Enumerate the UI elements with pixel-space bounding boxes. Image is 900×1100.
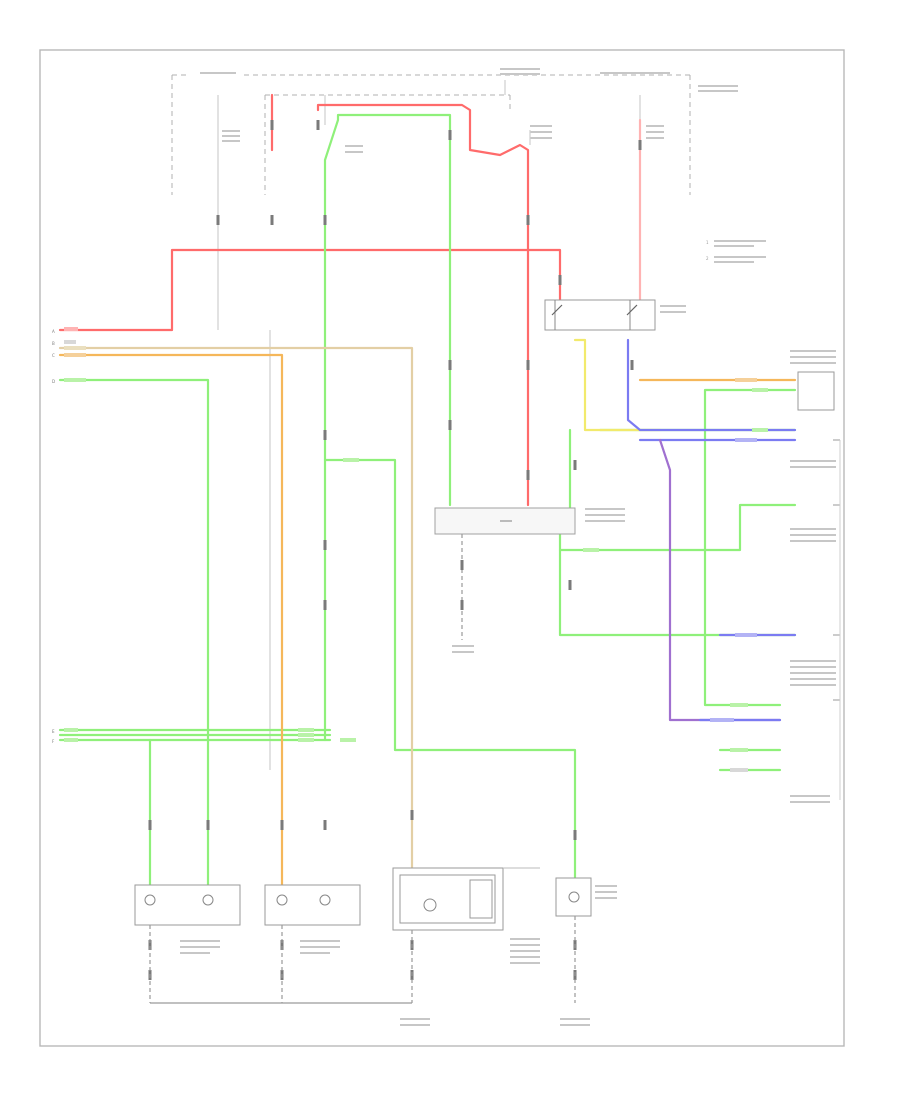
connector-letter-b: B (52, 341, 55, 346)
blue-wires (626, 338, 797, 722)
ground-bus (149, 916, 590, 1026)
fuse-box-outline (171, 74, 691, 195)
gray-wires (217, 80, 641, 770)
legend: 1 2 (706, 240, 766, 263)
relay-component (544, 299, 686, 331)
right-connectors (790, 350, 841, 803)
wire-color-labels (64, 327, 768, 772)
connector-letter-f: F (52, 739, 55, 744)
connector-letter-c: C (52, 353, 55, 358)
orange-wires (58, 346, 797, 892)
connector-letter-e: E (52, 729, 55, 734)
legend-line-1: 1 (706, 240, 709, 245)
legend-line-2: 2 (706, 256, 709, 261)
yellow-wires (573, 338, 662, 432)
diagram-border (39, 49, 845, 1047)
left-connector-letters: A B C D E F (52, 329, 55, 744)
fuse-labels (188, 68, 738, 153)
connector-letter-a: A (52, 329, 55, 334)
lamp-assemblies (134, 867, 592, 931)
ground-center (452, 534, 474, 653)
green-wires (58, 113, 797, 892)
combination-meter-module (434, 507, 625, 535)
connector-letter-d: D (52, 379, 55, 384)
lamp-labels (180, 885, 617, 964)
